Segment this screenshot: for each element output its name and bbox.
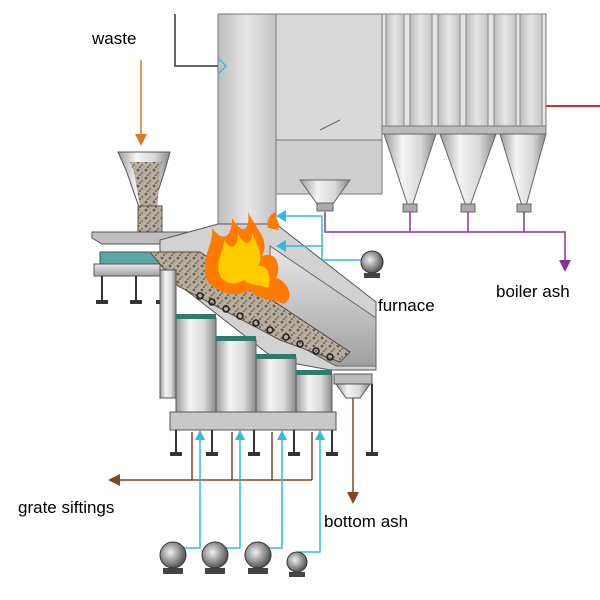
boiler-shaft — [217, 13, 383, 225]
boiler-ash-line — [324, 212, 571, 272]
grate-rollers — [196, 292, 334, 361]
fan-icon — [201, 541, 229, 574]
grate-siftings-label: grate siftings — [18, 498, 115, 517]
waste-hopper — [117, 151, 171, 243]
waste-arrow — [135, 60, 147, 146]
fan-icon — [286, 551, 308, 577]
waste-label: waste — [92, 29, 137, 48]
boiler-ash-label: boiler ash — [496, 282, 570, 301]
siftings-hoppers — [159, 269, 338, 456]
primary-air-arrowheads — [195, 430, 325, 440]
bottom-ash-arrowhead — [347, 492, 359, 504]
secondary-air-lines — [282, 215, 368, 261]
bottom-ash-label: bottom ash — [324, 512, 409, 531]
furnace-label: furnace — [378, 296, 435, 315]
bottom-ash-discharger — [333, 373, 378, 456]
grate-siftings-arrowhead — [108, 474, 120, 486]
fan-icon — [244, 541, 272, 574]
secondary-air-arrowheads — [276, 210, 286, 252]
fan-icon — [360, 250, 384, 278]
filter-house — [381, 13, 600, 213]
feed-pipe — [174, 14, 228, 75]
fire — [204, 212, 290, 304]
fan-icon — [159, 541, 187, 574]
ash-lines — [118, 398, 354, 494]
